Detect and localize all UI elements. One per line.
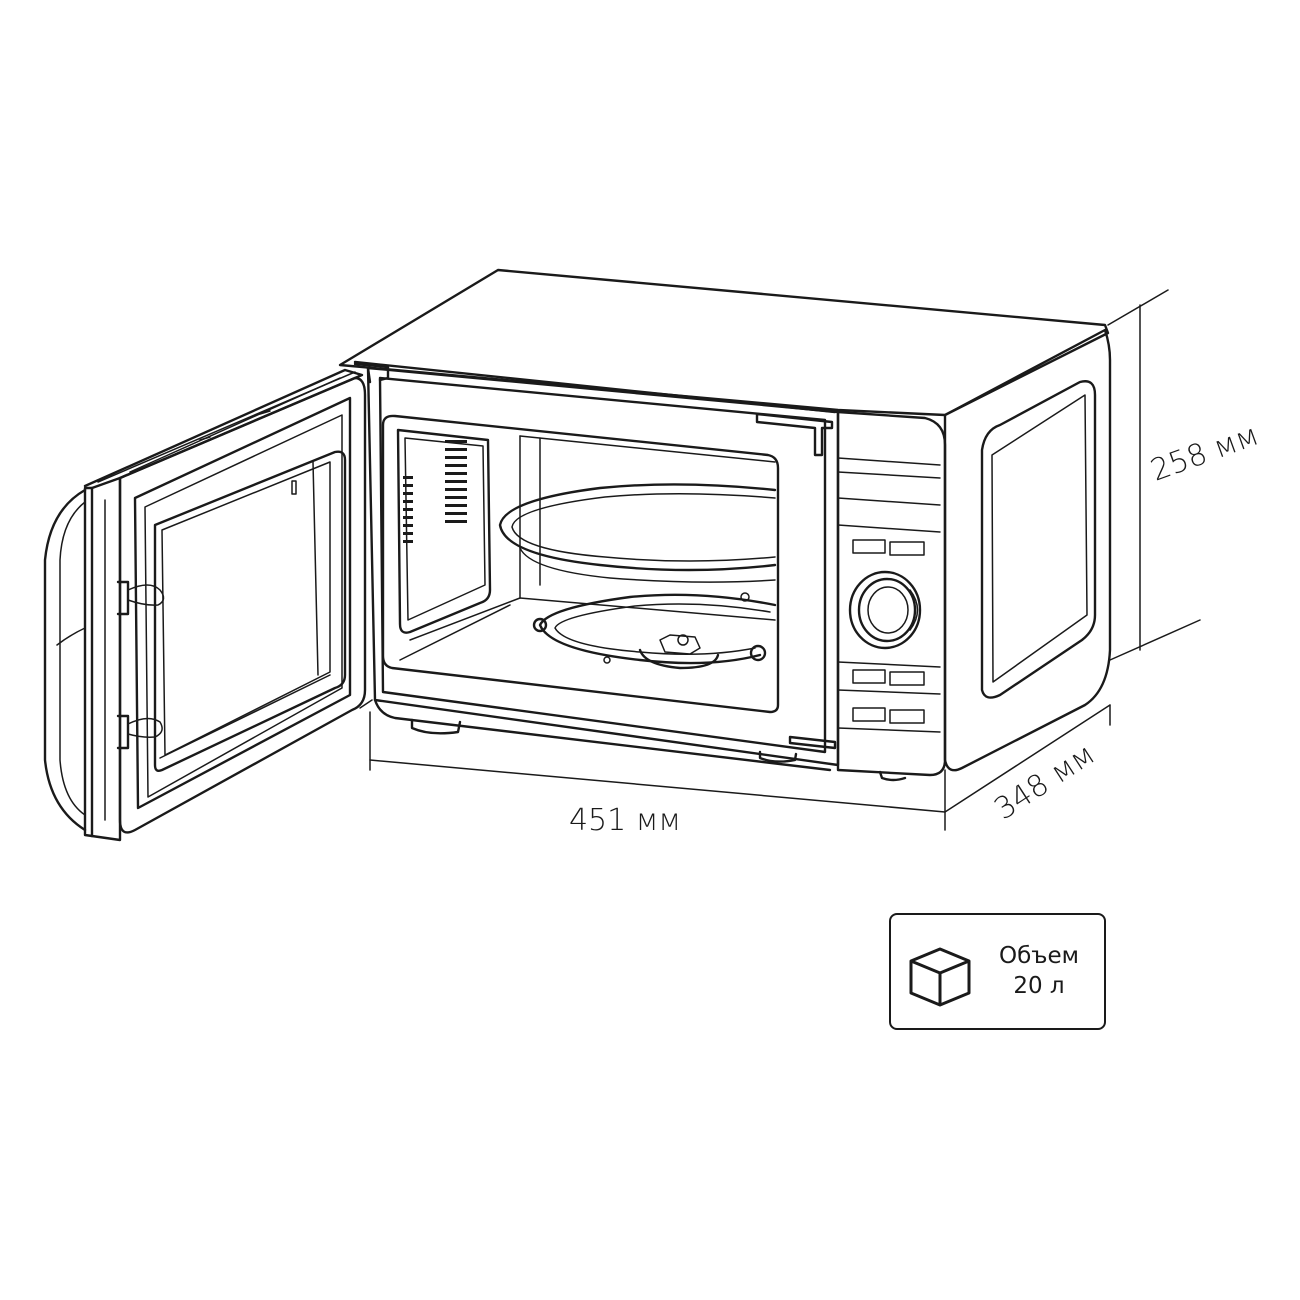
cube-icon [909,947,971,1007]
control-panel [836,410,947,777]
dimension-depth [944,704,1111,813]
dimension-width [369,711,946,831]
volume-value: 20 л [1013,973,1065,999]
volume-badge: Объем 20 л [889,913,1106,1030]
width-label: 451 мм [569,803,681,838]
height-label: 258 мм [1146,417,1263,488]
dimension-height [1107,289,1201,661]
depth-label: 348 мм [988,737,1101,827]
volume-title: Объем [998,943,1080,969]
microwave-body [338,268,1112,782]
vent-holes [403,440,467,543]
roller-ring [532,592,777,670]
open-door [43,368,367,842]
volume-label: Объем 20 л [983,941,1095,1001]
turntable-plate [498,483,777,583]
